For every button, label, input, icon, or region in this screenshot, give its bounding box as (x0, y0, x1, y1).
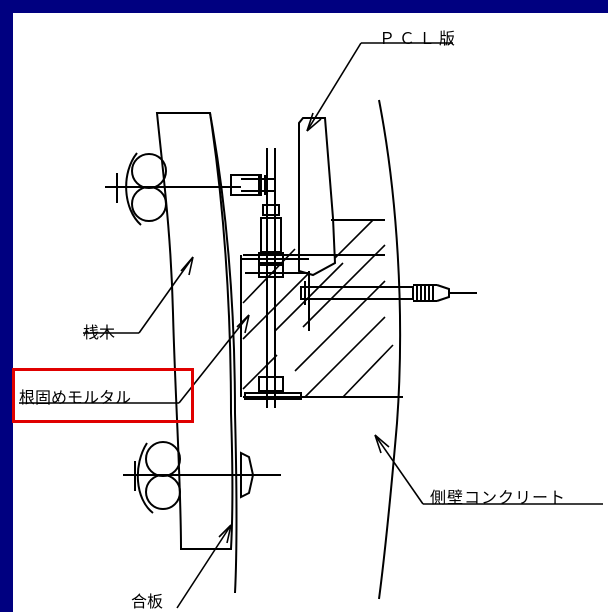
highlight-box (12, 368, 194, 423)
batten-outline (155, 112, 234, 550)
label-batten: 桟木 (83, 323, 116, 342)
label-side-wall-concrete: 側壁コンクリート (430, 488, 567, 507)
lower-separator (123, 441, 281, 514)
anchor-bolt (241, 148, 309, 408)
leader-lines (19, 42, 603, 609)
label-base-mortar: 根固めモルタル (19, 388, 132, 407)
construction-drawing (19, 42, 603, 609)
upper-separator (105, 152, 275, 226)
label-plywood: 合板 (131, 592, 164, 611)
plywood-line (209, 112, 238, 594)
pcl-panel (298, 117, 337, 277)
label-pcl-panel: ＰＣＬ版 (379, 29, 460, 48)
side-anchor (300, 281, 477, 305)
concrete-hatching (242, 219, 394, 398)
drawing-canvas: ＰＣＬ版 桟木 根固めモルタル 側壁コンクリート 合板 (12, 13, 608, 612)
